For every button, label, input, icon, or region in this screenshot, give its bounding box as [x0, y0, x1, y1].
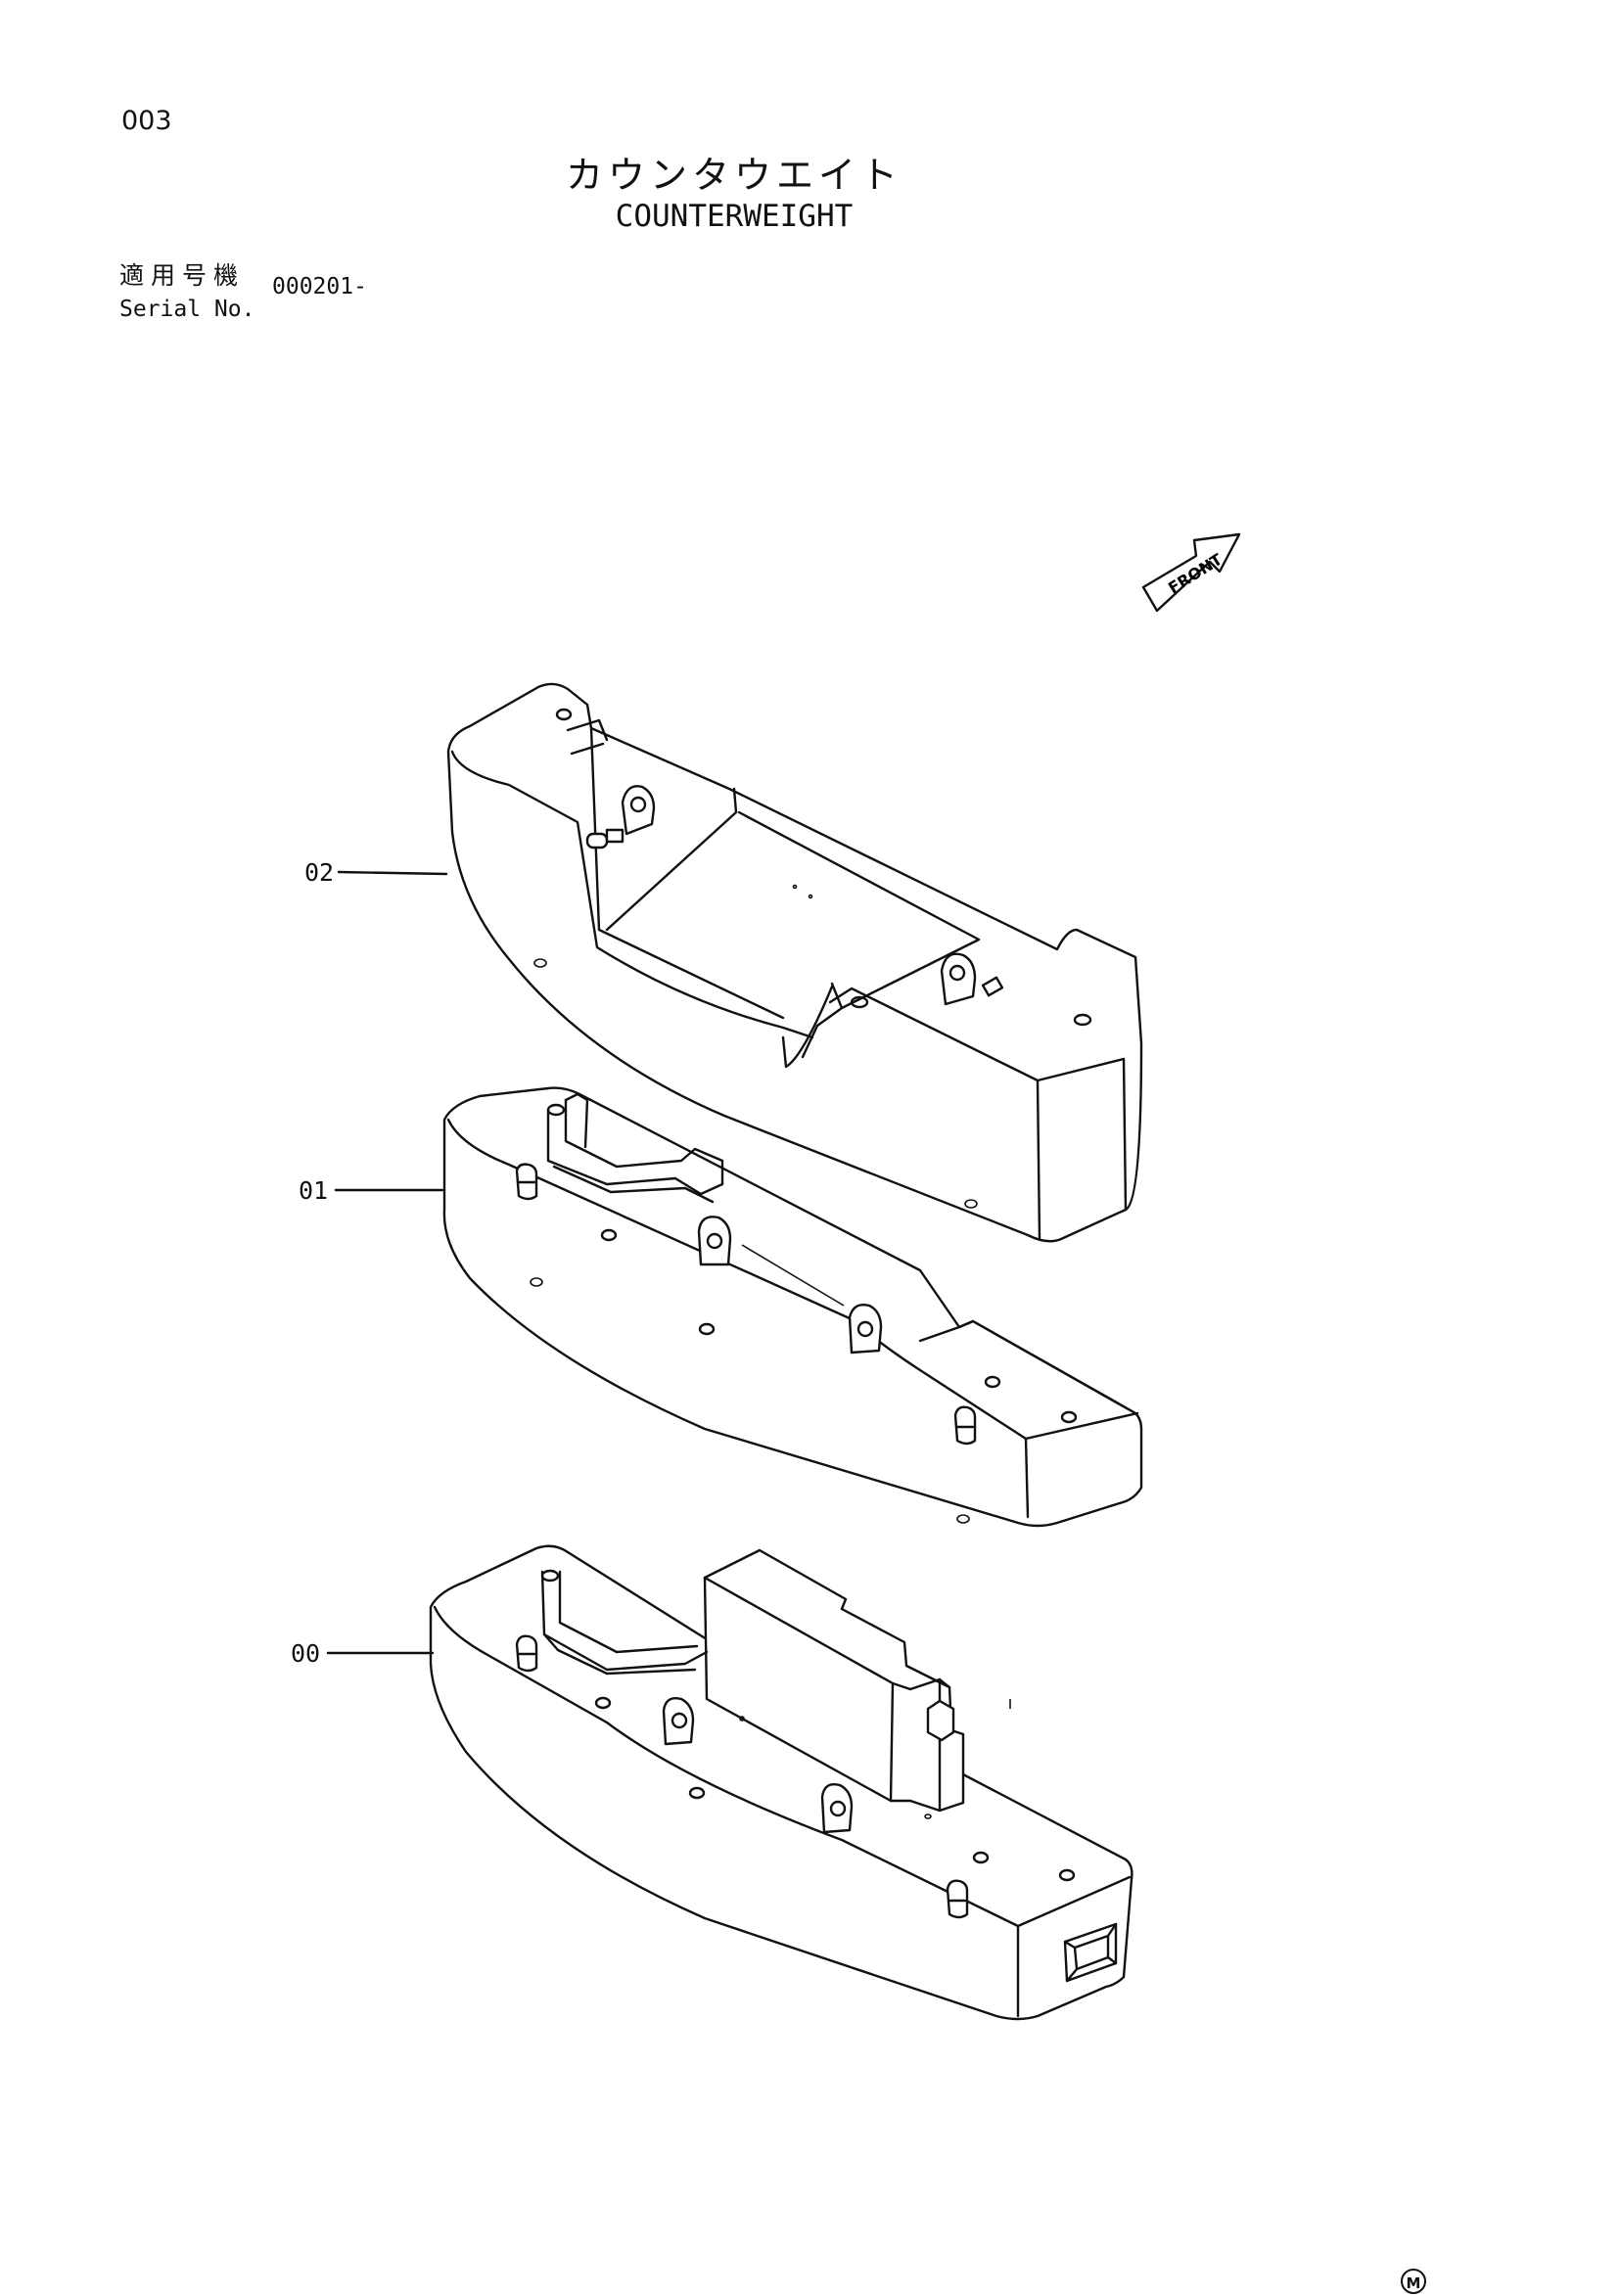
leader-line-02 [337, 870, 448, 876]
counterweight-part-00 [429, 1544, 1133, 2021]
serial-label-english: Serial No. [119, 297, 255, 322]
front-arrow-icon: FRONT [1141, 532, 1241, 613]
callout-00: 00 [291, 1639, 321, 1668]
counterweight-part-01 [442, 1086, 1143, 1528]
callout-01: 01 [299, 1176, 329, 1205]
callout-02: 02 [304, 858, 335, 887]
serial-label-japanese: 適用号機 [119, 261, 246, 290]
serial-number-value: 000201- [272, 274, 367, 299]
page-title-english: COUNTERWEIGHT [615, 199, 854, 234]
page-title-japanese: カウンタウエイト [565, 154, 902, 197]
counterweight-part-02 [446, 682, 1143, 1243]
page-number: 003 [121, 106, 172, 136]
maker-mark-icon: M [1401, 2269, 1426, 2294]
